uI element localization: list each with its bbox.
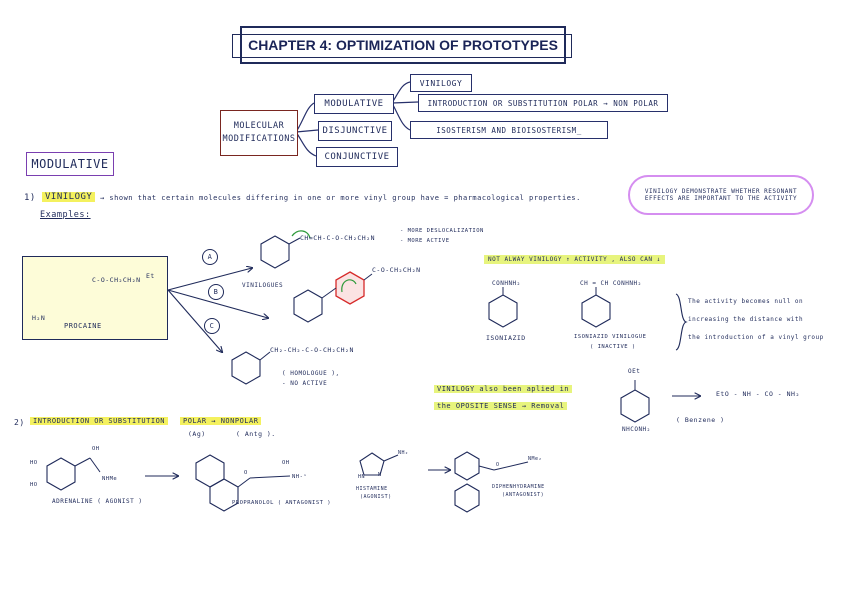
branch-a-note2: - MORE ACTIVE	[400, 238, 450, 244]
histamine-sub: (AGONIST)	[360, 494, 392, 500]
diphen-sub: (ANTAGONIST)	[502, 492, 545, 498]
procaine-label: PROCAINE	[64, 322, 102, 330]
branch-c-chain: CH₂-CH₂-C-O-CH₂CH₂N	[270, 346, 354, 354]
vinylogue-ring-highlight	[335, 271, 365, 305]
branch-b-chain: C-O-CH₂CH₂N	[372, 266, 421, 274]
histamine-hn: HN	[358, 474, 366, 480]
adrenaline-label: ADRENALINE ( AGONIST )	[52, 498, 143, 505]
vinilogy-term: VINILOGY	[42, 192, 96, 202]
section2-ag: (Ag)	[188, 430, 206, 438]
section2-antg: ( Antg ).	[236, 430, 276, 438]
branch-c-label: C	[204, 318, 220, 334]
propranolol-nh: NH-ⁱ	[292, 474, 308, 480]
molecular-modifications-box: MOLECULAR MODIFICATIONS	[220, 110, 298, 156]
item-number-2: 2)	[14, 418, 25, 427]
procaine-et: Et	[146, 272, 155, 280]
opposite-line1: VINILOGY also been aplied in	[434, 385, 573, 393]
histamine-n: N	[378, 472, 382, 478]
panel-note3: the introduction of a vinyl group	[688, 334, 824, 341]
branch-a-note1: - MORE DESLOCALIZATION	[400, 228, 484, 234]
introduction-box: INTRODUCTION OR SUBSTITUTION POLAR → NON…	[418, 94, 668, 112]
vinilogue-label2: ( INACTIVE )	[590, 344, 636, 350]
disjunctive-box: DISJUNCTIVE	[318, 121, 392, 141]
isosterism-box: ISOSTERISM AND BIOISOSTERISM_	[410, 121, 608, 139]
branch-a-label: A	[202, 249, 218, 265]
histamine-label: HISTAMINE	[356, 486, 388, 492]
product-formula: EtO - NH - CO - NH₂	[716, 390, 800, 398]
section2-text: INTRODUCTION OR SUBSTITUTION	[30, 417, 169, 425]
propranolol-oh: OH	[282, 460, 290, 466]
branch-b-label-text: VINILOGUES	[242, 282, 284, 289]
isoniazid-label: ISONIAZID	[486, 334, 526, 342]
not-always-banner: NOT ALWAY VINILOGY ↑ ACTIVITY , ALSO CAN…	[484, 255, 665, 264]
propranolol-o: O	[244, 470, 248, 476]
conjunctive-box: CONJUNCTIVE	[316, 147, 398, 167]
cloud-note: VINILOGY DEMONSTRATE WHETHER RESONANT EF…	[628, 175, 814, 215]
procaine-box	[22, 256, 168, 340]
product-label: ( Benzene )	[676, 416, 725, 424]
nhconh2-label: NHCONH₂	[622, 426, 651, 433]
vinilogue-top: CH = CH CONHNH₂	[580, 280, 642, 287]
panel-note1: The activity becomes null on	[688, 298, 804, 305]
root-label: MOLECULAR MODIFICATIONS	[222, 121, 296, 144]
diphen-nme: NMe₂	[528, 456, 543, 462]
item-number-1: 1)	[24, 193, 36, 203]
oet-label: OEt	[628, 368, 641, 375]
diphen-label: DIPHENHYDRAMINE	[492, 484, 545, 490]
propranolol-label: PROPRANOLOL ( ANTAGONIST )	[232, 500, 332, 506]
branch-c-label2: - NO ACTIVE	[282, 380, 328, 387]
vinilogy-box: VINILOGY	[410, 74, 472, 92]
title-back-frame	[232, 34, 572, 58]
branch-a-chain: CH=CH-C-O-CH₂CH₂N	[300, 234, 376, 242]
histamine-nh2: NH₂	[398, 450, 409, 456]
opposite-line2: the OPOSITE SENSE → Removal	[434, 402, 568, 410]
branch-b-label: B	[208, 284, 224, 300]
adrenaline-nhme: NHMe	[102, 476, 118, 482]
adrenaline-ho2: HO	[30, 482, 38, 488]
page-title: CHAPTER 4: OPTIMIZATION OF PROTOTYPES	[240, 26, 566, 64]
vinilogy-definition: → shown that certain molecules differing…	[100, 194, 581, 202]
branch-c-label1: ( HOMOLOGUE ),	[282, 370, 340, 377]
section-heading-modulative: MODULATIVE	[26, 152, 114, 176]
panel-note2: increasing the distance with	[688, 316, 804, 323]
procaine-ester: C-O-CH₂CH₂N	[92, 276, 141, 284]
branch-arrows	[145, 268, 700, 476]
procaine-nh2: H₂N	[32, 314, 46, 322]
vinilogue-label1: ISONIAZID VINILOGUE	[574, 334, 647, 340]
adrenaline-oh: OH	[92, 446, 100, 452]
adrenaline-ho1: HO	[30, 460, 38, 466]
diphen-o: O	[496, 462, 500, 468]
modulative-box: MODULATIVE	[314, 94, 394, 114]
examples-label: Examples:	[40, 210, 91, 220]
section2-polar: POLAR → NONPOLAR	[180, 417, 262, 425]
isoniazid-top: CONHNH₂	[492, 280, 521, 287]
